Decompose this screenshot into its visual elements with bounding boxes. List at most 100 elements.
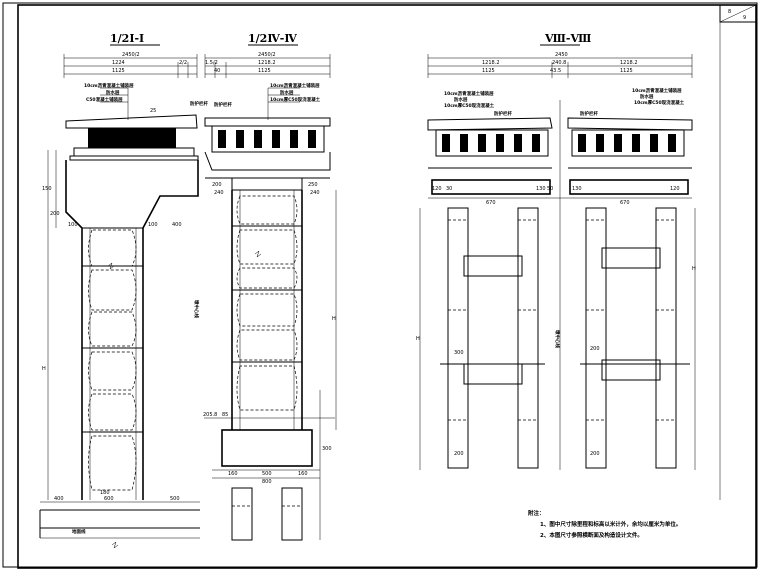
dim-100-left: 100 (68, 222, 78, 228)
page-total: 9 (743, 15, 746, 21)
dim-total-half-1: 2450/2 (122, 52, 140, 58)
dim-500-v2: 500 (262, 471, 272, 477)
view1-dashed-outlines (88, 229, 137, 491)
view3-deck-labels: 10cm沥青混凝土铺装层 防水层 10cm厚C50现浇混凝土 10cm沥青混凝土… (444, 87, 685, 117)
dim-H-1: H (42, 366, 46, 372)
dim-220-b: 200 (454, 451, 464, 457)
dim-240-v2: 240 (214, 190, 224, 196)
view3-deck-right (567, 117, 693, 195)
dim-800-v2: 800 (262, 479, 272, 485)
view3-columns: 300 200 200 200 H H (416, 207, 696, 470)
dim-130-b: 130 (572, 186, 582, 192)
view2-top-dimensions: 2450/2 1218.2 1125 1.5/2 40 (204, 52, 331, 78)
label-c50-1: C50混凝土铺装层 (86, 96, 123, 103)
page-number: 8 (728, 9, 731, 15)
dim-400-foot: 400 (54, 496, 64, 502)
break-marks (107, 250, 262, 549)
view1-deck (65, 114, 199, 161)
dim-205: 205.8 (203, 412, 217, 418)
tie-beam-1 (463, 255, 523, 277)
label-deck-layer-4: 10cm沥青混凝土铺装层 (632, 87, 682, 94)
dim-vert-2: 200 (50, 211, 60, 217)
dim-400-right: 400 (172, 222, 182, 228)
view3-deck-left (427, 117, 553, 195)
label-pier-axis-1: 墩中心线 (193, 300, 200, 318)
view1-deck-labels: 10cm沥青混凝土铺装层 防水层 C50混凝土铺装层 25 防护栏杆 (84, 82, 208, 120)
tie-beam-2 (601, 247, 661, 269)
label-waterproof-3: 防水层 (454, 96, 468, 103)
dim-half-b-3: 1218.2 (620, 60, 638, 66)
dim-50-a: 50 (547, 186, 553, 192)
tie-beam-4 (601, 359, 661, 381)
notes-block: 附注： 1、图中尺寸除里程和标高以米计外，余均以厘米为单位。 2、本图尺寸参照横… (528, 509, 681, 539)
label-deck-layer-3: 10cm沥青混凝土铺装层 (444, 90, 494, 97)
tie-beam-3 (463, 363, 523, 385)
dim-500-foot: 500 (170, 496, 180, 502)
view3-top-dimensions: 2450 1218.2 240.8 1218.2 1125 43.5 1125 (427, 52, 693, 78)
dim-220-a: 200 (590, 346, 600, 352)
dim-30-a: 30 (446, 186, 452, 192)
label-c50-3: 10cm厚C50现浇混凝土 (444, 102, 495, 109)
label-c50-4: 10cm厚C50现浇混凝土 (634, 99, 685, 106)
dim-lane-3: 1125 (482, 68, 495, 74)
dim-220-c: 200 (590, 451, 600, 457)
label-c50-2: 10cm厚C50现浇混凝土 (270, 96, 321, 103)
label-guardrail-1: 防护栏杆 (190, 100, 208, 107)
view1-box-girder-fill (88, 128, 176, 148)
view1-footing: 400 600 500 地面线 180 (39, 490, 200, 539)
dim-85: 85 (222, 412, 228, 418)
view1-title: 1/2Ⅰ-Ⅰ (110, 32, 144, 45)
dim-240b-v2: 240 (310, 190, 320, 196)
dim-43-5: 43.5 (550, 68, 561, 74)
dim-lane-2: 1125 (258, 68, 271, 74)
view1-left-dims: 150 200 H 100 100 400 (42, 150, 182, 500)
view1-pier-cap (65, 160, 199, 500)
view2-pier: 200 240 250 240 (212, 177, 320, 430)
dim-240-8: 240.8 (552, 60, 566, 66)
dim-15-2: 1.5/2 (205, 60, 218, 66)
dim-600-foot: 600 (104, 496, 114, 502)
dim-100-right: 100 (148, 222, 158, 228)
view2-title: 1/2Ⅳ-Ⅳ (248, 32, 297, 45)
dim-half-b-1: 1218.2 (258, 60, 276, 66)
dim-160-a: 160 (228, 471, 238, 477)
view3-cap-dims: 120 30 130 50 130 120 670 670 (428, 186, 692, 206)
dim-H-2: H (332, 316, 336, 322)
dim-H-4: H (692, 266, 696, 272)
dim-180: 180 (100, 490, 110, 496)
dim-300-a: 300 (454, 350, 464, 356)
dim-total-full: 2450 (555, 52, 568, 58)
dim-lane-1: 1125 (112, 68, 125, 74)
view2-deck-labels: 10cm沥青混凝土铺装层 防水层 10cm厚C50现浇混凝土 防护栏杆 (214, 82, 321, 120)
dim-half-a: 1224 (112, 60, 125, 66)
label-waterproof-4: 防水层 (640, 93, 654, 100)
label-guardrail-2: 防护栏杆 (214, 101, 232, 108)
dim-120-a: 120 (432, 186, 442, 192)
dim-2-2: 2/2 (179, 60, 187, 66)
label-pier-axis-2: 墩中心线 (554, 330, 561, 348)
dim-120-b: 120 (670, 186, 680, 192)
dim-160-b: 160 (298, 471, 308, 477)
inner-frame (17, 4, 757, 569)
dim-130-a: 130 (536, 186, 546, 192)
label-guardrail-4: 防护栏杆 (580, 110, 598, 117)
label-waterproof-1: 防水层 (106, 89, 120, 96)
dim-total-half-2: 2450/2 (258, 52, 276, 58)
view2-pile-cap: 205.8 85 160 500 160 800 300 (203, 390, 335, 541)
view1-top-dimensions: 2450/2 1224 1125 2/2 (63, 52, 198, 78)
dim-25: 25 (150, 108, 156, 114)
dim-H-3: H (416, 336, 420, 342)
page-number-block: 8 9 (719, 4, 757, 23)
note-1: 1、图中尺寸除里程和标高以米计外，余均以厘米为单位。 (540, 520, 681, 528)
dim-300-v2: 300 (322, 446, 332, 452)
dim-250-v2: 250 (308, 182, 318, 188)
note-2: 2、本图尺寸参照横断面及构造设计文件。 (540, 531, 643, 539)
dim-200-v2: 200 (212, 182, 222, 188)
dim-670-b: 670 (620, 200, 630, 206)
dim-vert-1: 150 (42, 186, 52, 192)
view3-title: Ⅷ-Ⅷ (544, 32, 591, 45)
dim-lane-4: 1125 (620, 68, 633, 74)
